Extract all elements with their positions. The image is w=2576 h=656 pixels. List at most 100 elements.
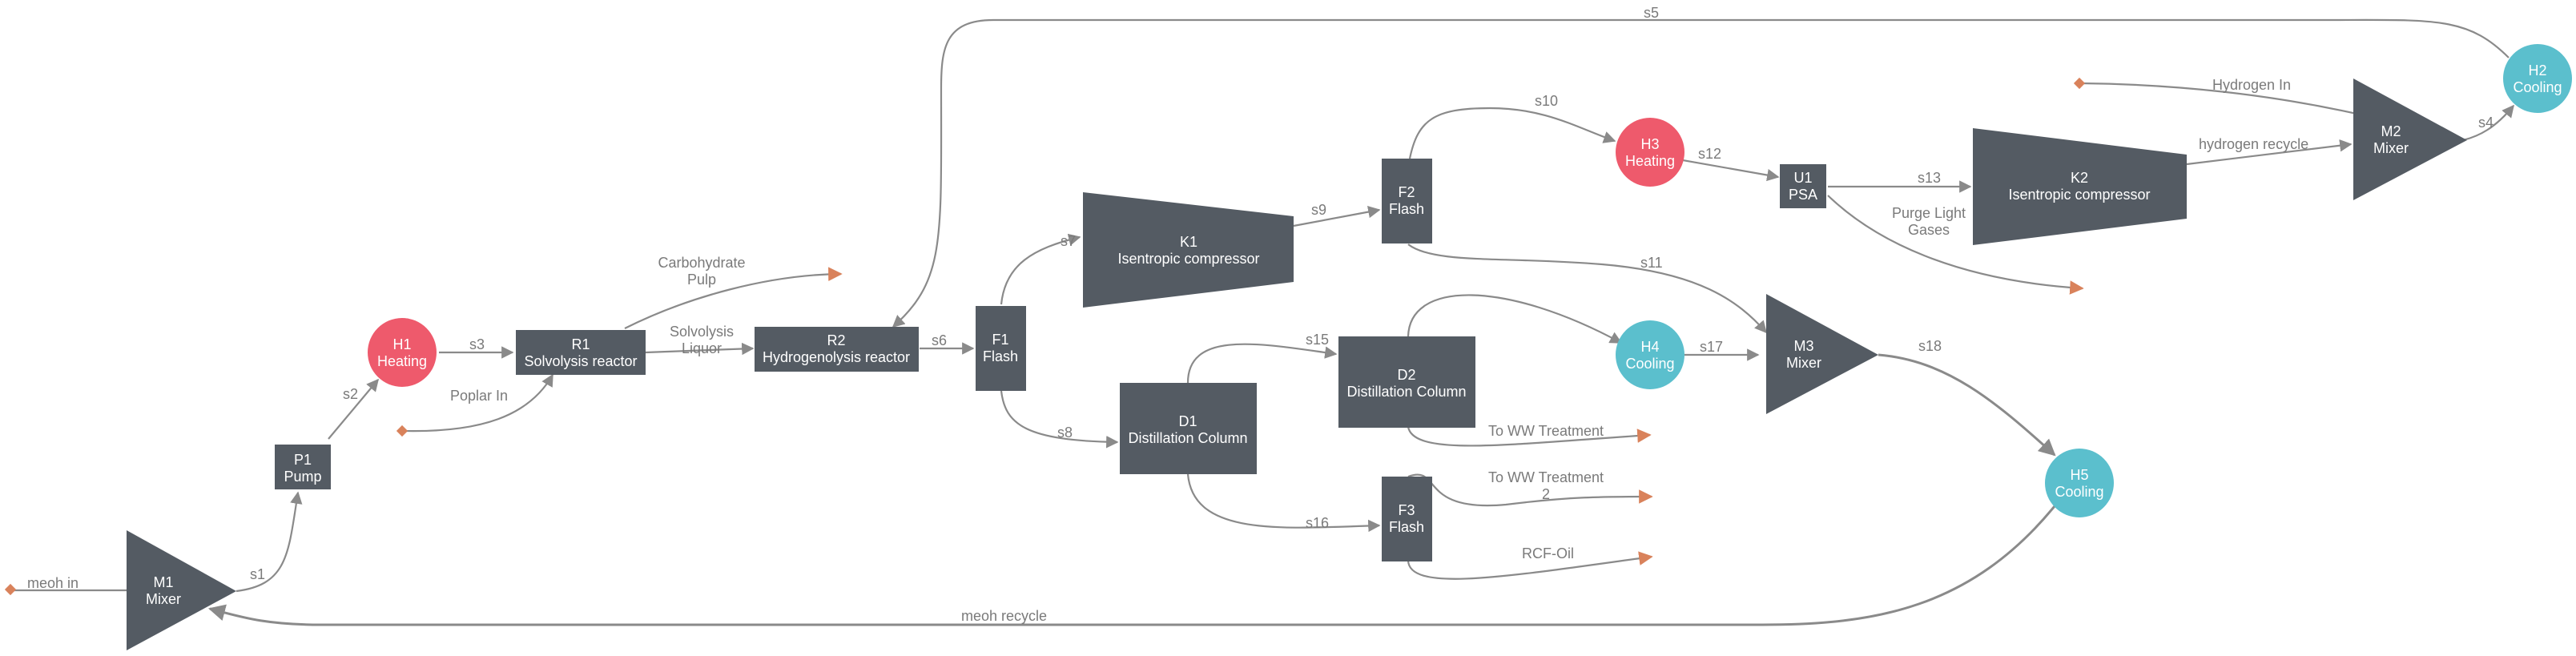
unit-h4-cooling[interactable]: H4 Cooling [1616, 320, 1684, 389]
unit-h5-cooling[interactable]: H5 Cooling [2045, 449, 2114, 517]
edge-s9[interactable] [1293, 205, 1381, 227]
terminal-hydrogen-in[interactable] [2073, 77, 2086, 90]
edge-s4[interactable] [2462, 104, 2514, 142]
unit-p1-pump[interactable]: P1 Pump [275, 445, 331, 489]
unit-f3-flash[interactable]: F3 Flash [1382, 477, 1432, 561]
svg-text:Mixer: Mixer [1786, 355, 1821, 371]
svg-text:F1: F1 [992, 332, 1008, 348]
svg-text:Isentropic compressor: Isentropic compressor [2008, 187, 2150, 203]
edge-ww-treatment[interactable] [1407, 426, 1652, 447]
edge-s8[interactable] [1000, 390, 1119, 449]
svg-text:Mixer: Mixer [146, 591, 181, 607]
svg-text:Isentropic compressor: Isentropic compressor [1117, 251, 1259, 267]
svg-text:K1: K1 [1180, 234, 1197, 250]
unit-f1-flash[interactable]: F1 Flash [976, 306, 1026, 391]
svg-text:Hydrogenolysis reactor: Hydrogenolysis reactor [763, 349, 910, 365]
svg-text:Pump: Pump [284, 469, 321, 485]
svg-text:K2: K2 [2071, 170, 2088, 186]
unit-d1-distillation-column[interactable]: D1 Distillation Column [1120, 383, 1257, 474]
unit-k2-isentropic-compressor[interactable]: K2 Isentropic compressor [1973, 128, 2187, 245]
label-ww-treatment-2-2: 2 [1542, 486, 1550, 502]
edge-s15[interactable] [1186, 343, 1338, 384]
label-s8: s8 [1057, 425, 1073, 441]
unit-m2-mixer[interactable]: M2 Mixer [2353, 78, 2467, 200]
unit-f2-flash[interactable]: F2 Flash [1382, 159, 1432, 243]
edge-carbohydrate-pulp[interactable] [624, 267, 843, 329]
label-s6: s6 [932, 332, 947, 348]
edge-meoh-recycle[interactable] [207, 505, 2056, 626]
edge-d2-h4[interactable] [1407, 294, 1623, 344]
label-s11: s11 [1640, 255, 1663, 271]
label-rcf-oil: RCF-Oil [1522, 545, 1574, 561]
edge-s10[interactable] [1408, 107, 1616, 159]
label-s10: s10 [1535, 93, 1558, 109]
svg-text:Solvolysis reactor: Solvolysis reactor [524, 353, 637, 369]
edge-s16[interactable] [1186, 473, 1381, 533]
svg-text:D2: D2 [1397, 367, 1415, 383]
svg-text:M3: M3 [1793, 338, 1813, 354]
svg-text:R2: R2 [827, 332, 845, 348]
svg-text:H2: H2 [2528, 62, 2546, 78]
svg-text:F2: F2 [1398, 184, 1415, 200]
unit-d2-distillation-column[interactable]: D2 Distillation Column [1338, 336, 1475, 428]
label-s7: s7 [1061, 233, 1076, 249]
label-ww-treatment: To WW Treatment [1488, 423, 1604, 439]
edge-s18[interactable] [1878, 353, 2056, 457]
label-s5: s5 [1644, 5, 1659, 21]
label-hydrogen-in: Hydrogen In [2212, 77, 2291, 93]
edge-s2[interactable] [328, 378, 379, 440]
svg-text:Heating: Heating [377, 353, 427, 369]
edge-solvolysis-liquor[interactable] [645, 342, 755, 356]
svg-text:H1: H1 [392, 336, 411, 352]
edge-hydrogen-recycle[interactable] [2186, 139, 2353, 166]
label-s16: s16 [1306, 515, 1329, 531]
svg-text:P1: P1 [294, 452, 312, 468]
unit-m1-mixer[interactable]: M1 Mixer [127, 530, 236, 650]
svg-text:F3: F3 [1398, 502, 1415, 518]
label-s12: s12 [1698, 146, 1721, 162]
label-carbohydrate-pulp-1: Carbohydrate [658, 255, 745, 271]
edge-labels: meoh in s1 s2 s3 Poplar In Carbohydrate … [27, 5, 2493, 624]
unit-m3-mixer[interactable]: M3 Mixer [1766, 294, 1878, 414]
edge-s5[interactable] [892, 18, 2510, 328]
unit-u1-psa[interactable]: U1 PSA [1780, 164, 1826, 208]
unit-r2-hydrogenolysis-reactor[interactable]: R2 Hydrogenolysis reactor [755, 327, 919, 372]
label-solvolysis-liquor-1: Solvolysis [670, 324, 734, 340]
edge-s7[interactable] [1000, 233, 1081, 305]
unit-h3-heating[interactable]: H3 Heating [1616, 118, 1684, 187]
label-solvolysis-liquor-2: Liquor [682, 340, 722, 356]
terminal-meoh-in[interactable] [4, 583, 17, 596]
svg-text:D1: D1 [1178, 413, 1197, 429]
svg-text:R1: R1 [571, 336, 590, 352]
svg-text:Distillation Column: Distillation Column [1346, 384, 1466, 400]
svg-text:H4: H4 [1640, 339, 1659, 355]
label-ww-treatment-2-1: To WW Treatment [1488, 469, 1604, 485]
label-s15: s15 [1306, 332, 1329, 348]
edge-s11[interactable] [1407, 243, 1768, 334]
unit-r1-solvolysis-reactor[interactable]: R1 Solvolysis reactor [516, 330, 646, 375]
svg-text:H3: H3 [1640, 136, 1659, 152]
edge-purge[interactable] [1827, 195, 2084, 295]
svg-text:Cooling: Cooling [1625, 356, 1674, 372]
svg-text:Heating: Heating [1625, 153, 1675, 169]
svg-text:PSA: PSA [1789, 187, 1817, 203]
terminal-poplar-in[interactable] [396, 425, 409, 437]
label-meoh-in: meoh in [27, 575, 78, 591]
edges [11, 18, 2514, 626]
unit-k1-isentropic-compressor[interactable]: K1 Isentropic compressor [1083, 192, 1294, 308]
edge-rcf-oil[interactable] [1407, 551, 1653, 580]
unit-h2-cooling[interactable]: H2 Cooling [2503, 44, 2572, 113]
svg-text:Mixer: Mixer [2373, 140, 2409, 156]
label-purge-1: Purge Light [1892, 205, 1966, 221]
svg-text:M2: M2 [2381, 123, 2401, 139]
label-poplar-in: Poplar In [450, 388, 508, 404]
label-s9: s9 [1311, 202, 1326, 218]
edge-poplar-in[interactable] [403, 373, 553, 433]
label-s3: s3 [469, 336, 485, 352]
edge-hydrogen-in[interactable] [2080, 82, 2395, 127]
unit-h1-heating[interactable]: H1 Heating [368, 318, 437, 387]
label-s13: s13 [1918, 170, 1941, 186]
edge-s1[interactable] [235, 491, 303, 593]
svg-text:Flash: Flash [1389, 201, 1424, 217]
